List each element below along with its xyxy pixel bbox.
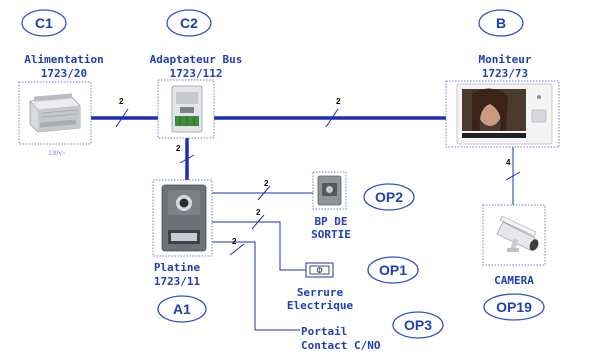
tag-c1-oval [21, 9, 67, 37]
door-station-image [161, 184, 207, 252]
count-monitor-camera: 4 [506, 158, 511, 167]
alimentation-frame [18, 81, 92, 145]
camera-frame [482, 204, 546, 266]
count-platine-portail: 2 [232, 237, 237, 246]
tick-monitor-camera [505, 171, 521, 181]
adaptateur-frame [157, 79, 215, 139]
tick-platine-bp [257, 185, 271, 201]
camera-device: CAMERA [482, 204, 546, 287]
tag-a1-oval [157, 295, 207, 323]
moniteur-ref: 1723/73 [482, 67, 528, 80]
alimentation-ref: 1723/20 [41, 67, 87, 80]
count-platine-serrure: 2 [256, 208, 261, 217]
tag-op3-text: OP3 [404, 317, 432, 333]
tick-platine-portail [229, 243, 245, 256]
adaptateur-name: Adaptateur Bus [150, 53, 243, 66]
tag-op1-oval [367, 256, 419, 284]
tag-op3-oval [392, 311, 444, 339]
tick-adapt-platine [179, 154, 195, 164]
portail-device: Portail Contact C/NO [301, 325, 381, 352]
tag-c1: C1 [21, 9, 67, 37]
adaptateur-device: Adaptateur Bus 1723/112 [150, 53, 243, 139]
bp-sortie-frame [312, 171, 347, 210]
tag-op1: OP1 [367, 256, 419, 284]
exit-button-image [317, 175, 342, 206]
camera-image [496, 215, 539, 252]
connections [91, 116, 514, 331]
tag-a1: A1 [157, 295, 207, 323]
tag-c1-text: C1 [35, 15, 53, 31]
tag-b-text: B [496, 15, 506, 31]
tag-op19-text: OP19 [496, 299, 532, 315]
tag-op2-oval [363, 183, 415, 211]
count-adapt-platine: 2 [176, 144, 181, 153]
count-alim-adapt: 2 [119, 97, 124, 106]
power-supply-image [29, 93, 81, 133]
tag-op3: OP3 [392, 311, 444, 339]
serrure-line2: Electrique [287, 299, 354, 312]
count-platine-bp: 2 [264, 179, 269, 188]
wire-ticks [115, 108, 521, 256]
tick-adapt-monitor [325, 108, 339, 128]
bp-sortie-device: BP DE SORTIE [311, 171, 351, 241]
tag-op2-text: OP2 [375, 189, 403, 205]
serrure-device: Serrure Electrique [287, 262, 354, 312]
bp-line1: BP DE [314, 215, 347, 228]
tag-op19-oval [483, 293, 545, 321]
adaptateur-ref: 1723/112 [170, 67, 223, 80]
tag-b-oval [478, 9, 524, 37]
bp-line2: SORTIE [311, 228, 351, 241]
tag-op1-text: OP1 [379, 262, 407, 278]
alimentation-name: Alimentation [24, 53, 103, 66]
serrure-line1: Serrure [297, 286, 344, 299]
tick-alim-adapt [115, 108, 129, 128]
monitor-image [456, 83, 553, 145]
wire-platine-serrure [212, 221, 306, 271]
tag-b: B [478, 9, 524, 37]
tag-c2: C2 [166, 9, 212, 37]
bus-adapter-image [171, 85, 203, 133]
wire-platine-portail [212, 241, 300, 331]
platine-name: Platine [154, 261, 201, 274]
electric-lock-image [309, 265, 330, 275]
tag-c2-text: C2 [180, 15, 198, 31]
platine-ref: 1723/11 [154, 275, 201, 288]
tag-op19: OP19 [483, 293, 545, 321]
alimentation-device: Alimentation 1723/20 230V~ [18, 53, 104, 157]
tag-c2-oval [166, 9, 212, 37]
platine-device: Platine 1723/11 [152, 179, 213, 288]
camera-name: CAMERA [494, 274, 534, 287]
count-adapt-monitor: 2 [336, 97, 341, 106]
tag-op2: OP2 [363, 183, 415, 211]
portail-line2: Contact C/NO [301, 339, 381, 352]
portail-line1: Portail [301, 325, 347, 338]
tag-a1-text: A1 [173, 301, 191, 317]
tick-platine-serrure [251, 214, 265, 230]
moniteur-frame [445, 80, 560, 148]
moniteur-name: Moniteur [479, 53, 532, 66]
alimentation-voltage: 230V~ [48, 151, 66, 157]
platine-frame [152, 179, 213, 257]
moniteur-device: Moniteur 1723/73 [445, 53, 560, 148]
